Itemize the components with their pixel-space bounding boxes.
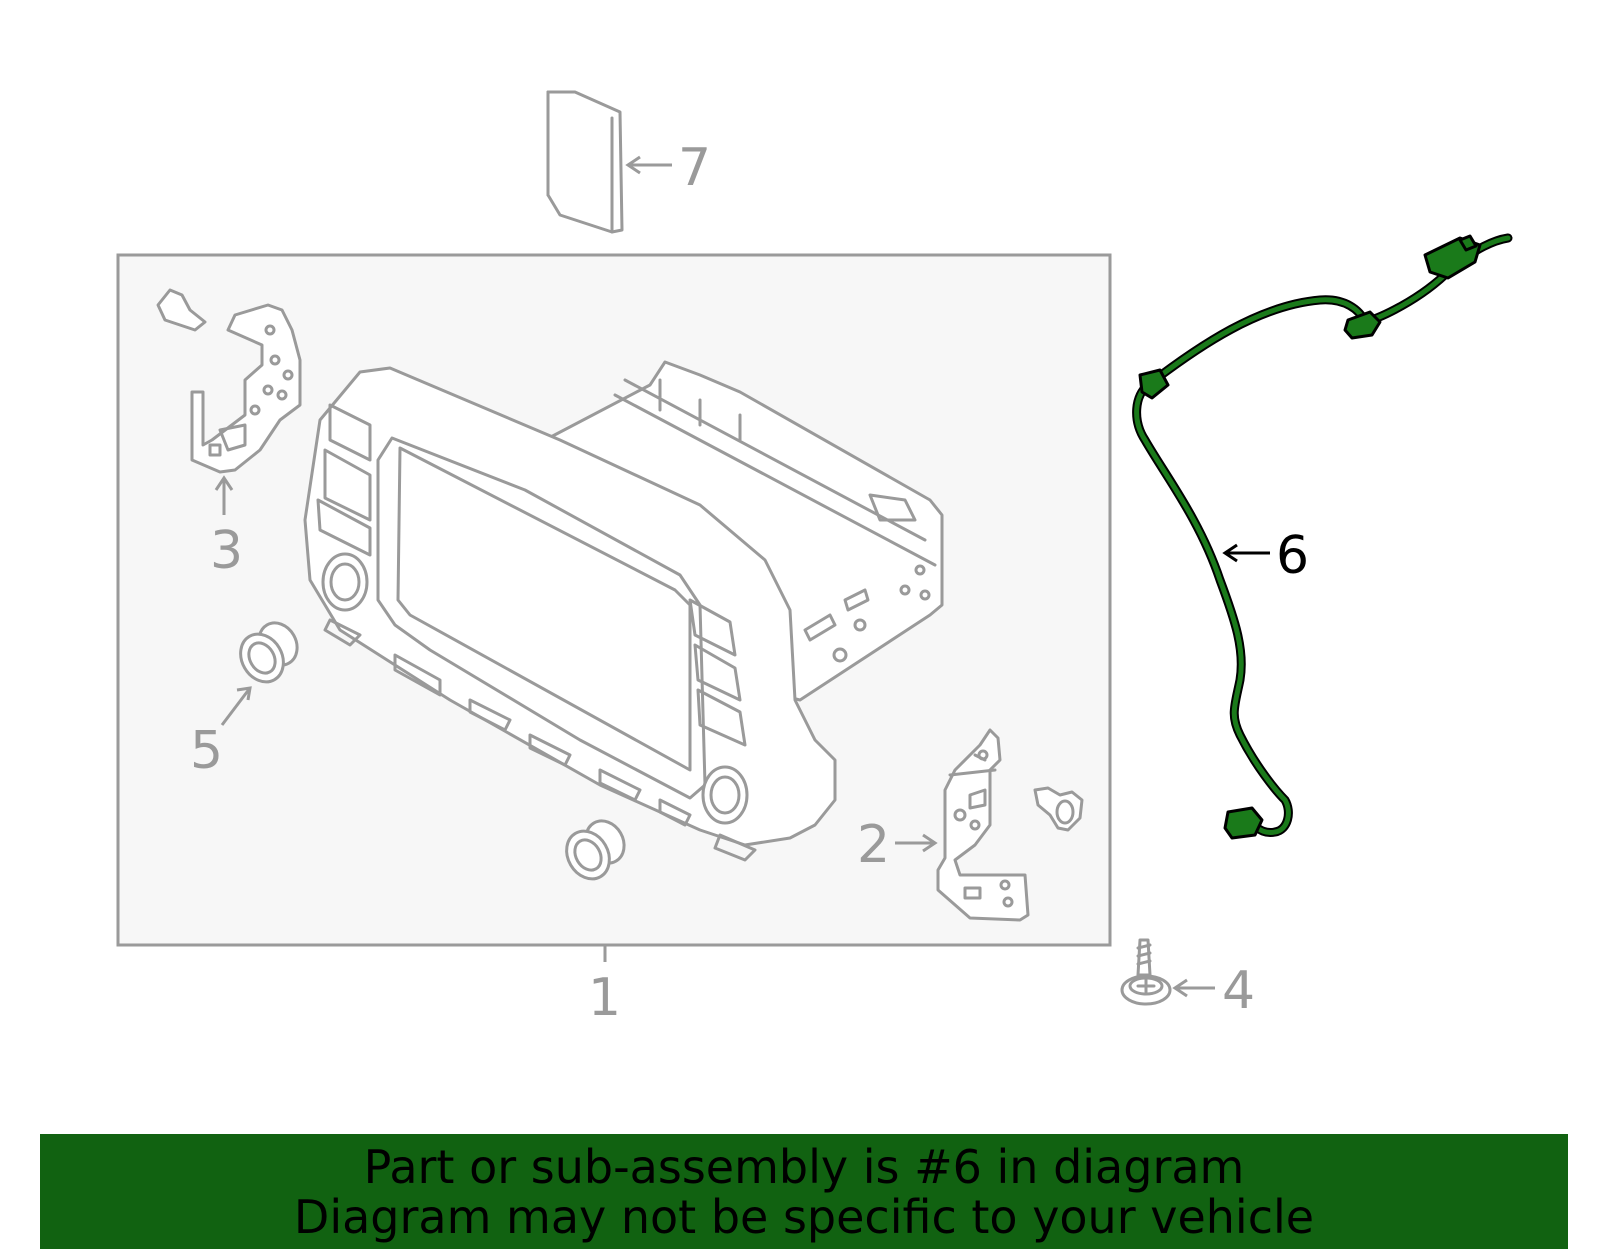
part-2-clip xyxy=(1033,786,1084,832)
info-banner: Part or sub-assembly is #6 in diagram Di… xyxy=(40,1134,1568,1249)
part-5-cap-2 xyxy=(565,819,626,881)
part-1-head-unit xyxy=(303,360,944,862)
callout-7: 7 xyxy=(678,138,711,198)
callout-2: 2 xyxy=(857,815,890,875)
leader-5 xyxy=(220,687,252,726)
banner-line-2: Diagram may not be specific to your vehi… xyxy=(293,1190,1315,1244)
part-6-harness xyxy=(1132,233,1513,840)
callout-1: 1 xyxy=(588,968,621,1028)
part-2-bracket xyxy=(936,728,1030,922)
part-7-cover xyxy=(546,90,624,234)
part-3-bracket xyxy=(190,303,302,474)
banner-line-1: Part or sub-assembly is #6 in diagram xyxy=(363,1140,1245,1194)
callout-4: 4 xyxy=(1222,961,1255,1021)
callout-6: 6 xyxy=(1276,526,1309,586)
callout-5: 5 xyxy=(190,721,223,781)
part-5-cap xyxy=(239,621,299,684)
part-4-screw xyxy=(1120,938,1172,1006)
part-3-clip xyxy=(156,288,207,332)
callout-3: 3 xyxy=(210,521,243,581)
